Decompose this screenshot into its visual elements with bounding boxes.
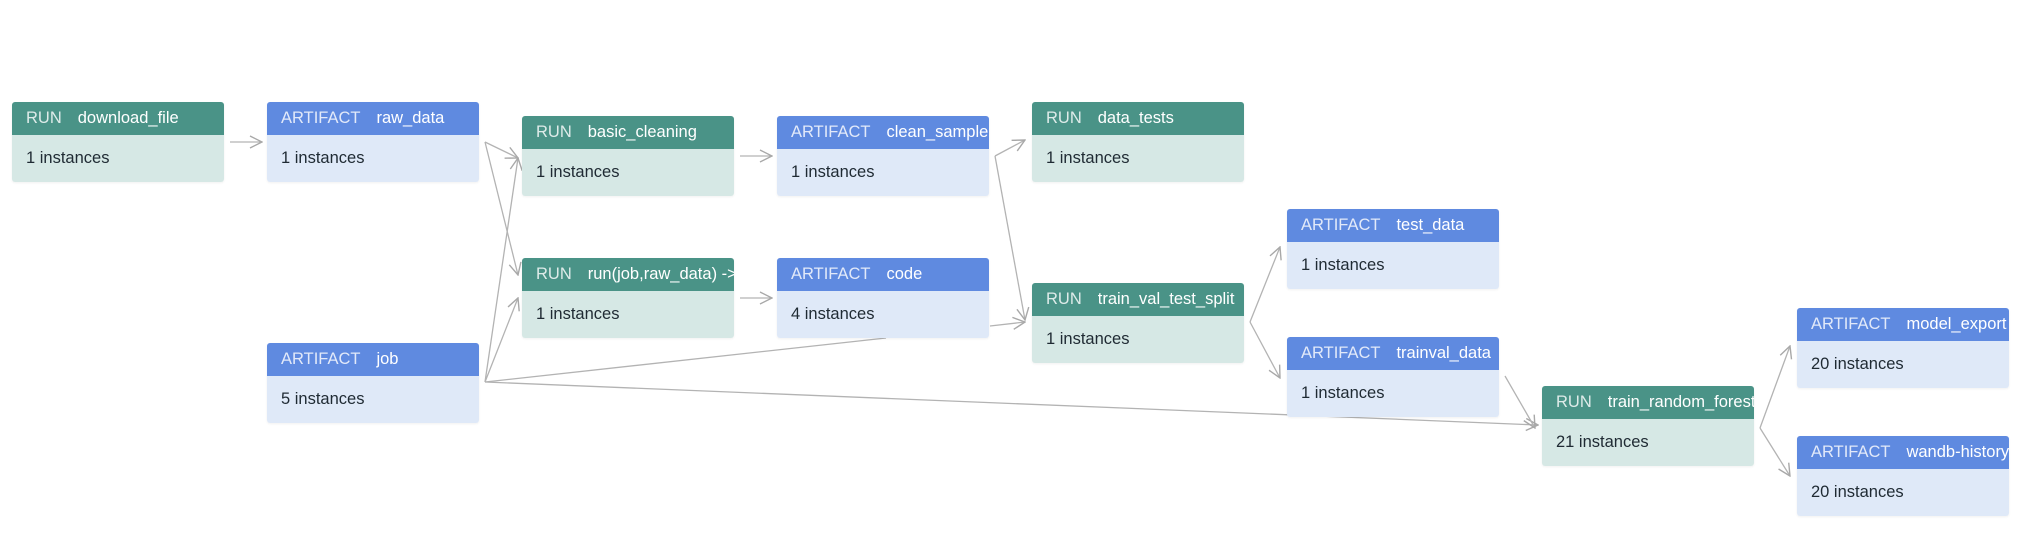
node-basic-cleaning[interactable]: RUN basic_cleaning 1 instances (522, 116, 734, 196)
node-title: run(job,raw_data) -> (587, 265, 734, 283)
node-data-tests[interactable]: RUN data_tests 1 instances (1032, 102, 1244, 182)
node-run-job-raw-data[interactable]: RUN run(job,raw_data) -> 1 instances (522, 258, 734, 338)
node-header: RUN basic_cleaning (522, 116, 734, 149)
node-title: raw_data (376, 109, 445, 127)
node-instances: 4 instances (777, 291, 989, 338)
node-train-val-test-split[interactable]: RUN train_val_test_split 1 instances (1032, 283, 1244, 363)
edge-job-to-basic-cleaning (484, 158, 518, 383)
node-raw-data[interactable]: ARTIFACT raw_data 1 instances (267, 102, 479, 182)
node-header: RUN download_file (12, 102, 224, 135)
node-type-label: RUN (1556, 393, 1592, 411)
node-instances: 1 instances (522, 291, 734, 338)
node-instances: 1 instances (1032, 135, 1244, 182)
node-instances: 20 instances (1797, 469, 2009, 516)
node-instances: 1 instances (12, 135, 224, 182)
node-instances: 1 instances (1287, 370, 1499, 417)
node-instances: 1 instances (1032, 316, 1244, 363)
node-header: ARTIFACT clean_sample (777, 116, 989, 149)
edge-train-random-forest-to-model-export (1759, 346, 1790, 429)
edge-train-random-forest-to-wandb-history (1759, 427, 1790, 476)
node-header: RUN run(job,raw_data) -> (522, 258, 734, 291)
node-header: ARTIFACT wandb-history (1797, 436, 2009, 469)
node-code[interactable]: ARTIFACT code 4 instances (777, 258, 989, 338)
node-header: ARTIFACT test_data (1287, 209, 1499, 242)
edge-job-to-train-random-forest (484, 381, 1538, 425)
node-header: ARTIFACT raw_data (267, 102, 479, 135)
edge-code-to-train-val-test-split (989, 322, 1025, 326)
node-instances: 5 instances (267, 376, 479, 423)
node-wandb-history[interactable]: ARTIFACT wandb-history 20 instances (1797, 436, 2009, 516)
node-title: test_data (1396, 216, 1465, 234)
node-instances: 1 instances (777, 149, 989, 196)
edge-clean-sample-to-train-val-test-split (994, 155, 1025, 320)
node-title: train_val_test_split (1097, 290, 1235, 308)
node-type-label: ARTIFACT (791, 123, 871, 141)
node-type-label: RUN (1046, 109, 1082, 127)
node-header: ARTIFACT code (777, 258, 989, 291)
node-type-label: ARTIFACT (1301, 216, 1381, 234)
node-instances: 1 instances (522, 149, 734, 196)
node-title: train_random_forest (1607, 393, 1754, 411)
edge-raw-data-to-basic-cleaning (484, 141, 518, 158)
node-download-file[interactable]: RUN download_file 1 instances (12, 102, 224, 182)
node-title: data_tests (1097, 109, 1174, 127)
node-clean-sample[interactable]: ARTIFACT clean_sample 1 instances (777, 116, 989, 196)
edge-train-val-test-split-to-test-data (1249, 247, 1280, 323)
node-type-label: ARTIFACT (1811, 443, 1891, 461)
node-instances: 20 instances (1797, 341, 2009, 388)
node-title: trainval_data (1396, 344, 1491, 362)
edge-job-to-run-job-raw (484, 298, 518, 383)
node-title: clean_sample (886, 123, 989, 141)
node-type-label: RUN (26, 109, 62, 127)
node-title: model_export (1906, 315, 2007, 333)
node-header: ARTIFACT trainval_data (1287, 337, 1499, 370)
node-job[interactable]: ARTIFACT job 5 instances (267, 343, 479, 423)
node-type-label: RUN (536, 265, 572, 283)
node-title: code (886, 265, 923, 283)
node-title: job (376, 350, 399, 368)
node-type-label: ARTIFACT (281, 350, 361, 368)
edge-job-to-code (484, 337, 887, 383)
node-instances: 1 instances (267, 135, 479, 182)
node-title: basic_cleaning (587, 123, 697, 141)
node-test-data[interactable]: ARTIFACT test_data 1 instances (1287, 209, 1499, 289)
node-type-label: ARTIFACT (791, 265, 871, 283)
edge-raw-data-to-run-job-raw (484, 141, 518, 275)
node-type-label: RUN (1046, 290, 1082, 308)
node-trainval-data[interactable]: ARTIFACT trainval_data 1 instances (1287, 337, 1499, 417)
node-header: RUN train_random_forest (1542, 386, 1754, 419)
edge-train-val-test-split-to-trainval-data (1249, 321, 1280, 378)
node-header: ARTIFACT model_export (1797, 308, 2009, 341)
node-type-label: RUN (536, 123, 572, 141)
edge-trainval-data-to-train-random-forest (1504, 375, 1535, 428)
node-instances: 21 instances (1542, 419, 1754, 466)
node-instances: 1 instances (1287, 242, 1499, 289)
edge-clean-sample-to-data-tests (994, 140, 1025, 157)
node-header: RUN data_tests (1032, 102, 1244, 135)
node-title: download_file (77, 109, 179, 127)
node-header: RUN train_val_test_split (1032, 283, 1244, 316)
node-type-label: ARTIFACT (281, 109, 361, 127)
node-title: wandb-history (1906, 443, 2009, 461)
node-train-random-forest[interactable]: RUN train_random_forest 21 instances (1542, 386, 1754, 466)
node-type-label: ARTIFACT (1301, 344, 1381, 362)
node-header: ARTIFACT job (267, 343, 479, 376)
node-type-label: ARTIFACT (1811, 315, 1891, 333)
node-model-export[interactable]: ARTIFACT model_export 20 instances (1797, 308, 2009, 388)
